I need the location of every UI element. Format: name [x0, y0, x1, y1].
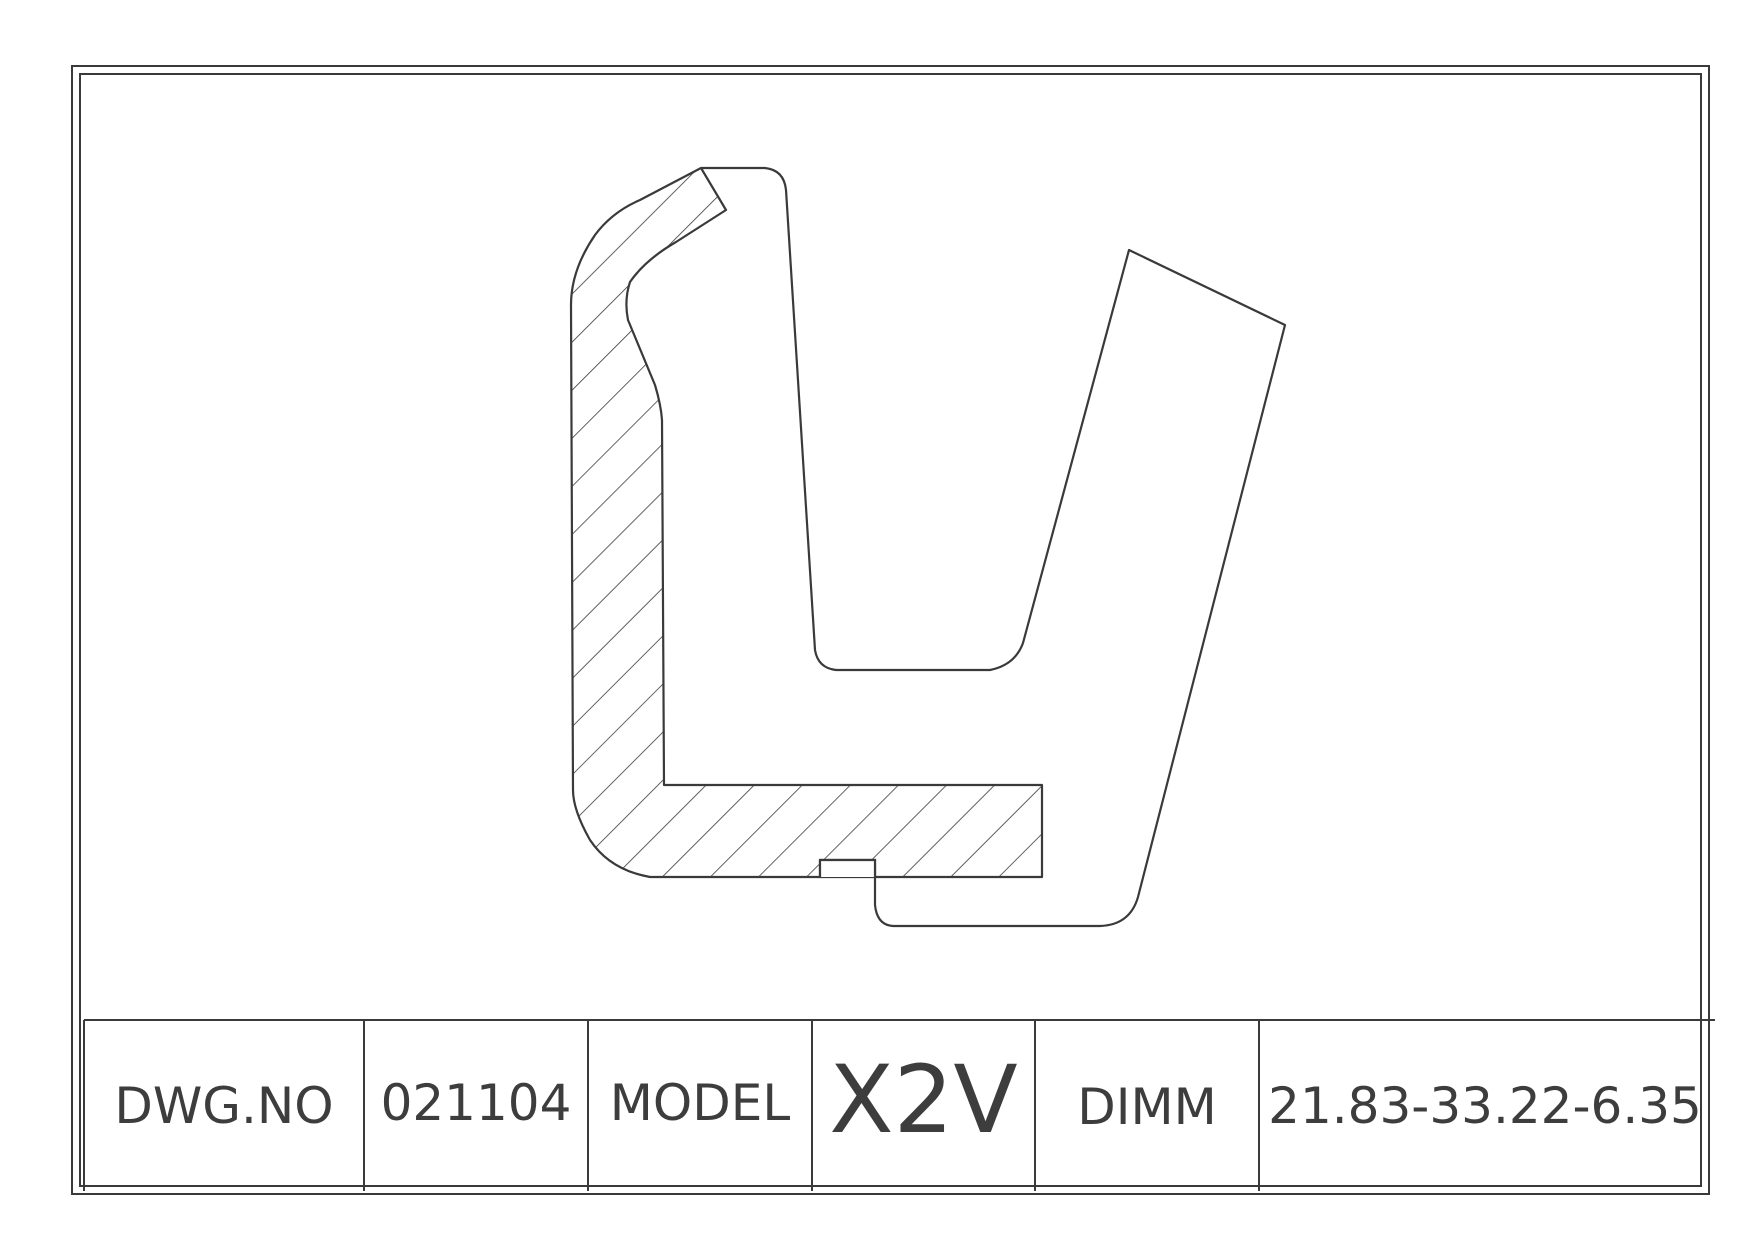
- dimm-value: 21.83-33.22-6.35: [1268, 1077, 1702, 1135]
- hatched-metal-case: [569, 166, 1044, 879]
- model-label: MODEL: [609, 1074, 791, 1132]
- dimm-label: DIMM: [1077, 1078, 1217, 1136]
- model-value: X2V: [829, 1045, 1018, 1155]
- title-block-grid: [83, 1019, 1715, 1191]
- dwg-no-label: DWG.NO: [114, 1077, 334, 1135]
- case-notch: [818, 858, 877, 877]
- outer-frame: [71, 65, 1710, 1195]
- inner-frame: [79, 73, 1702, 1187]
- seal-body-outline: [701, 166, 1287, 928]
- dwg-no-value: 021104: [380, 1074, 572, 1132]
